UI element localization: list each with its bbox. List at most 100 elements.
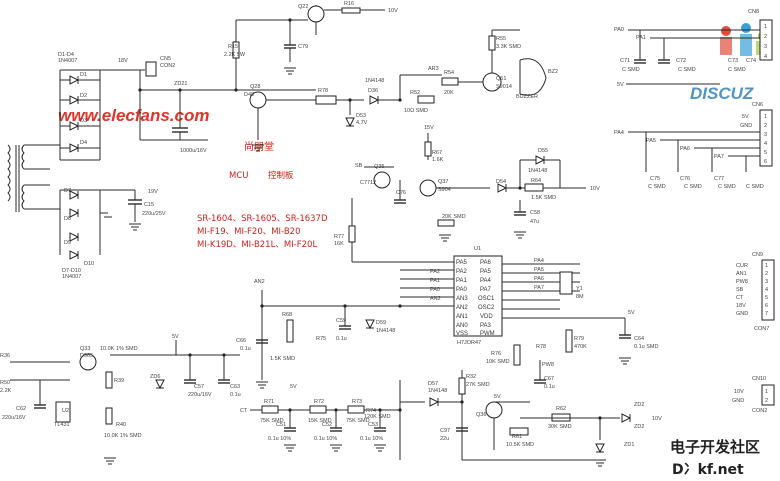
- svg-text:VSS: VSS: [456, 331, 468, 337]
- svg-text:ZD2: ZD2: [634, 424, 644, 430]
- svg-text:R40: R40: [116, 422, 126, 428]
- svg-text:PA5: PA5: [534, 267, 544, 273]
- svg-text:5V: 5V: [290, 384, 297, 390]
- svg-text:220u/16V: 220u/16V: [188, 392, 212, 398]
- bridge2-part: 1N4007: [62, 274, 81, 280]
- svg-text:10Ω SMD: 10Ω SMD: [404, 108, 428, 114]
- diode-d1-label: D1: [80, 72, 87, 78]
- svg-text:C SMD: C SMD: [746, 184, 764, 190]
- mcu-left-pins: PA5 PA2 PA1 PA0 AN3 AN2 AN1 AN0 VSS: [456, 260, 468, 337]
- svg-text:C72: C72: [676, 58, 686, 64]
- svg-text:PA0: PA0: [456, 287, 468, 293]
- svg-text:0.1u SMD: 0.1u SMD: [634, 344, 658, 350]
- title-model-line-1: SR-1604、SR-1605、SR-1637D: [197, 214, 328, 224]
- svg-text:1N4148: 1N4148: [428, 388, 447, 394]
- buzzer-section: AR3 R52 10Ω SMD R54 20K Q51 S9014 R55 3.…: [399, 29, 558, 114]
- svg-text:0.1u: 0.1u: [230, 392, 241, 398]
- svg-text:C73: C73: [728, 58, 738, 64]
- diode-d10-label: D10: [84, 261, 94, 267]
- svg-text:1N4148: 1N4148: [528, 168, 547, 174]
- connector-cn10: CN10 10V GND 1 2 CON2: [732, 376, 775, 414]
- svg-text:1: 1: [765, 263, 768, 269]
- svg-text:PA4: PA4: [480, 278, 492, 284]
- svg-text:15V: 15V: [424, 125, 434, 131]
- svg-text:PA2: PA2: [430, 269, 440, 275]
- svg-text:5V: 5V: [172, 334, 179, 340]
- svg-text:PA7: PA7: [480, 287, 492, 293]
- svg-text:4: 4: [765, 287, 768, 293]
- svg-text:AN2: AN2: [254, 279, 265, 285]
- ct-temperature-section: CT R71 75K SMD R72 15K SMD R73 75K SMD C…: [240, 329, 662, 461]
- connector-cn8-area: PA0 PA1 C71 C72 C SMD C SMD C73 C SMD C7…: [614, 9, 773, 88]
- svg-text:D59: D59: [376, 320, 386, 326]
- svg-text:R79: R79: [574, 336, 584, 342]
- svg-text:5: 5: [765, 295, 768, 301]
- svg-text:C62: C62: [16, 406, 26, 412]
- svg-text:ZD1: ZD1: [624, 442, 634, 448]
- svg-text:AN2: AN2: [430, 296, 441, 302]
- svg-text:AN0: AN0: [456, 323, 468, 329]
- svg-text:Q35: Q35: [374, 164, 384, 170]
- svg-text:30K SMD: 30K SMD: [548, 424, 572, 430]
- svg-text:PA4: PA4: [614, 130, 624, 136]
- svg-text:C64: C64: [634, 336, 644, 342]
- title-model-line-2: MI-F19、MI-F20、MI-B20: [197, 227, 300, 237]
- svg-text:10V: 10V: [734, 389, 744, 395]
- svg-text:22u: 22u: [440, 436, 449, 442]
- svg-text:Q36: Q36: [476, 412, 486, 418]
- svg-text:CN6: CN6: [752, 102, 763, 108]
- svg-text:D48: D48: [244, 92, 254, 98]
- svg-text:U2: U2: [62, 408, 69, 414]
- svg-text:GND: GND: [736, 311, 748, 317]
- svg-text:1N4148: 1N4148: [365, 78, 384, 84]
- footer-cn-watermark: 电子开发社区: [670, 438, 760, 456]
- bridge-rectifier-d7-d10: D7 D8 D9 D10 D7-D10 1N4007: [59, 188, 135, 280]
- svg-text:10.0K 1% SMD: 10.0K 1% SMD: [100, 346, 138, 352]
- svg-text:VDD: VDD: [480, 314, 493, 320]
- svg-text:6: 6: [764, 159, 767, 165]
- svg-text:C SMD: C SMD: [622, 67, 640, 73]
- current-sense-section: AN2 C66 0.1u R68 1.5K SMD R75 C59 0.1u D…: [0, 279, 454, 439]
- svg-text:0.1u 10%: 0.1u 10%: [268, 436, 291, 442]
- bridge2-label: D7-D10: [62, 268, 81, 274]
- svg-text:R15: R15: [228, 44, 238, 50]
- svg-text:R52: R52: [410, 90, 420, 96]
- svg-text:C7712: C7712: [360, 180, 376, 186]
- svg-text:2.2K: 2.2K: [0, 388, 12, 394]
- svg-text:PA6: PA6: [534, 276, 544, 282]
- svg-text:Q28: Q28: [250, 84, 260, 90]
- svg-text:GND: GND: [740, 123, 752, 129]
- svg-text:10V: 10V: [388, 8, 398, 14]
- svg-text:D57: D57: [428, 381, 438, 387]
- svg-text:R73: R73: [352, 399, 362, 405]
- title-brand: 尚朋堂: [244, 140, 274, 153]
- svg-text:1: 1: [764, 24, 767, 30]
- svg-text:R67: R67: [432, 150, 442, 156]
- svg-text:1: 1: [764, 114, 767, 120]
- svg-text:R50: R50: [0, 380, 10, 386]
- svg-text:1000u/16V: 1000u/16V: [180, 148, 207, 154]
- svg-text:R64: R64: [531, 178, 541, 184]
- svg-text:220u/25V: 220u/25V: [142, 211, 166, 217]
- svg-text:CN8: CN8: [748, 9, 759, 15]
- svg-text:Q33: Q33: [80, 346, 90, 352]
- svg-text:ZD2: ZD2: [634, 402, 644, 408]
- svg-text:5V: 5V: [628, 310, 635, 316]
- svg-text:ZD6: ZD6: [150, 374, 160, 380]
- svg-text:R74: R74: [366, 408, 376, 414]
- svg-text:SB: SB: [736, 287, 744, 293]
- svg-text:1.6K: 1.6K: [432, 157, 444, 163]
- svg-text:16K: 16K: [334, 241, 344, 247]
- svg-text:18V: 18V: [736, 303, 746, 309]
- bridge-label: D1-D4: [58, 52, 74, 58]
- site-watermark: www.elecfans.com: [58, 106, 209, 125]
- svg-text:0.1u 10%: 0.1u 10%: [314, 436, 337, 442]
- svg-text:5V: 5V: [742, 114, 749, 120]
- svg-text:C58: C58: [530, 210, 540, 216]
- svg-text:S904: S904: [438, 187, 451, 193]
- svg-text:5: 5: [764, 150, 767, 156]
- svg-text:GND: GND: [732, 398, 744, 404]
- svg-text:PA0: PA0: [614, 27, 624, 33]
- svg-text:PA4: PA4: [534, 258, 544, 264]
